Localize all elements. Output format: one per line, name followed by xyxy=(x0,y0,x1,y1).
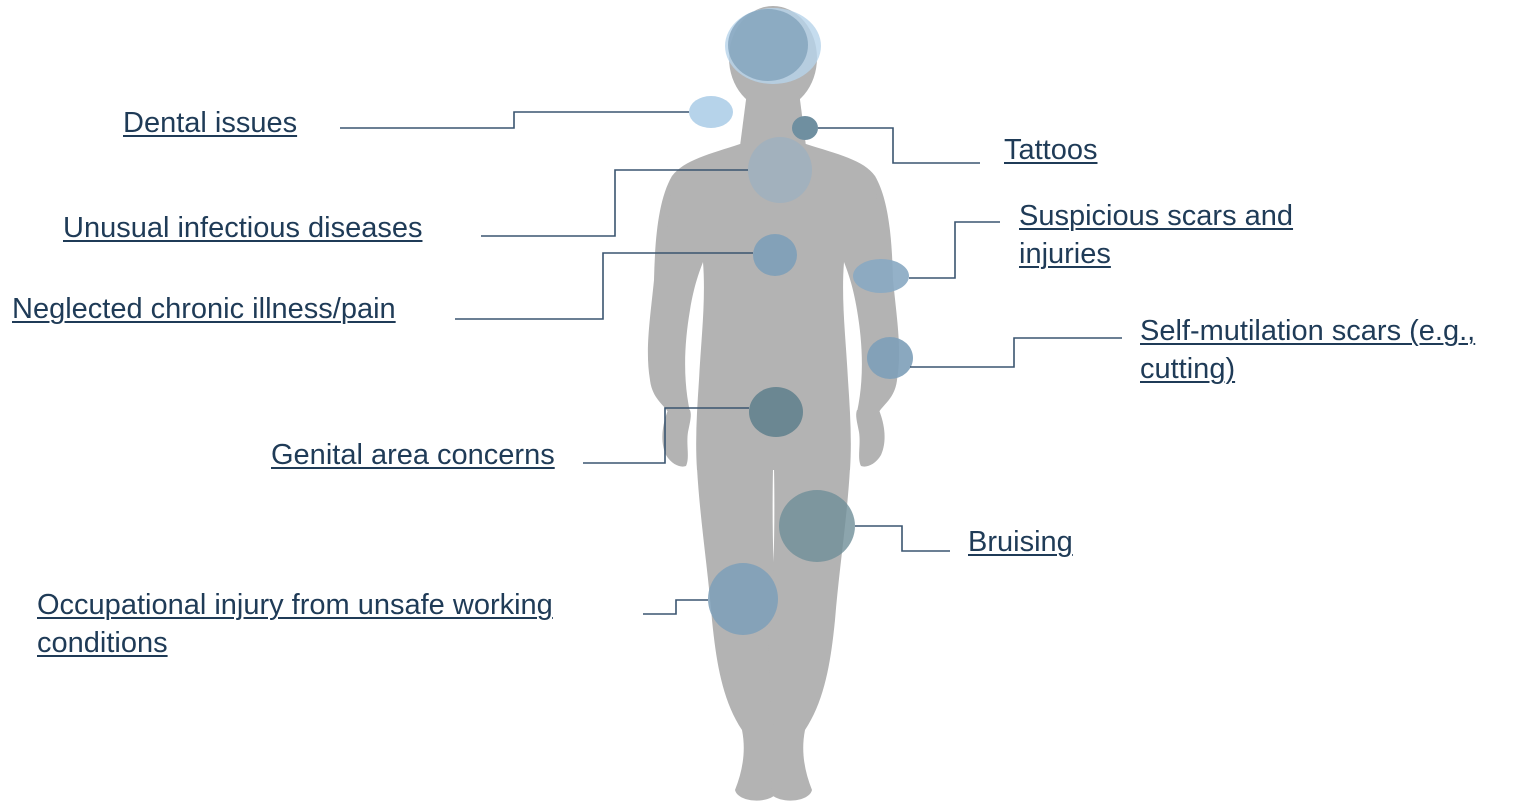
bruising-marker xyxy=(779,490,855,562)
unusual-infectious-diseases-link[interactable]: Unusual infectious diseases xyxy=(63,209,422,247)
dental-issues-link[interactable]: Dental issues xyxy=(123,104,297,142)
tattoo-marker xyxy=(792,116,818,140)
scars-leader xyxy=(909,222,1000,278)
dental-leader xyxy=(340,112,689,128)
head-marker-inner xyxy=(728,9,808,81)
tattoos-link[interactable]: Tattoos xyxy=(1004,131,1098,169)
genital-area-concerns-link[interactable]: Genital area concerns xyxy=(271,436,555,474)
dental-marker xyxy=(689,96,733,128)
bruising-leader xyxy=(855,526,950,551)
chest-marker xyxy=(748,137,812,203)
neglected-chronic-illness-link[interactable]: Neglected chronic illness/pain xyxy=(12,290,396,328)
genital-marker xyxy=(749,387,803,437)
bruising-link[interactable]: Bruising xyxy=(968,523,1073,561)
abdomen-marker xyxy=(753,234,797,276)
suspicious-scars-link[interactable]: Suspicious scars and injuries xyxy=(1019,197,1349,273)
forearm-marker xyxy=(867,337,913,379)
right-hand xyxy=(856,410,884,467)
occupational-injury-link[interactable]: Occupational injury from unsafe working … xyxy=(37,586,617,662)
self-mutilation-scars-link[interactable]: Self-mutilation scars (e.g., cutting) xyxy=(1140,312,1518,388)
self-mutilation-leader xyxy=(910,338,1122,367)
knee-marker xyxy=(708,563,778,635)
arm-scar-marker xyxy=(853,259,909,293)
occupational-leader xyxy=(643,600,708,614)
left-hand xyxy=(662,410,690,467)
